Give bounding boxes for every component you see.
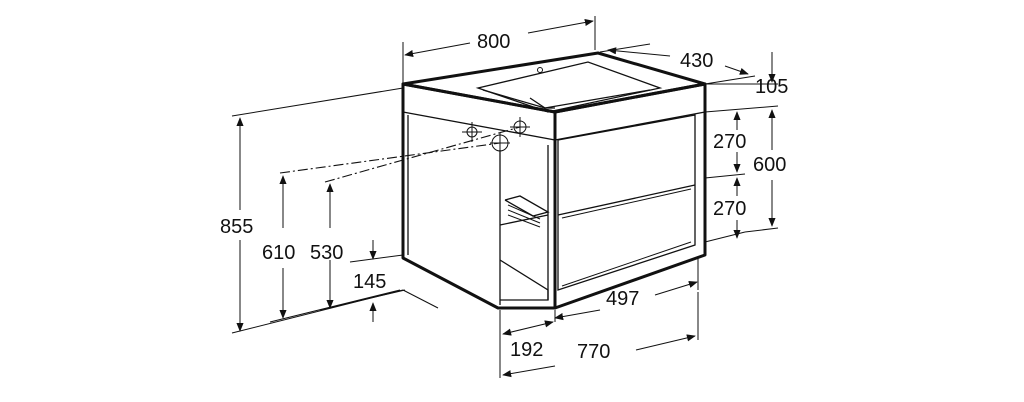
cabinet-outline	[401, 51, 707, 310]
dim-label-430: 430	[680, 50, 713, 72]
dim-label-600: 600	[753, 154, 786, 176]
dimension-lines	[231, 16, 779, 378]
dim-label-105: 105	[755, 76, 788, 98]
drawers	[557, 114, 696, 291]
open-shelf	[407, 115, 550, 305]
fixing-points	[462, 117, 530, 153]
basin	[475, 61, 663, 113]
dim-label-270-top: 270	[713, 131, 746, 153]
dim-label-192: 192	[510, 339, 543, 361]
dim-label-800: 800	[477, 31, 510, 53]
dim-label-770: 770	[577, 341, 610, 363]
fixing-centre-lines	[279, 126, 521, 183]
dim-label-270-bottom: 270	[713, 198, 746, 220]
dim-label-497: 497	[606, 288, 639, 310]
dim-label-530: 530	[310, 242, 343, 264]
dim-label-855: 855	[220, 216, 253, 238]
dim-label-610: 610	[262, 242, 295, 264]
dim-label-145: 145	[353, 271, 386, 293]
